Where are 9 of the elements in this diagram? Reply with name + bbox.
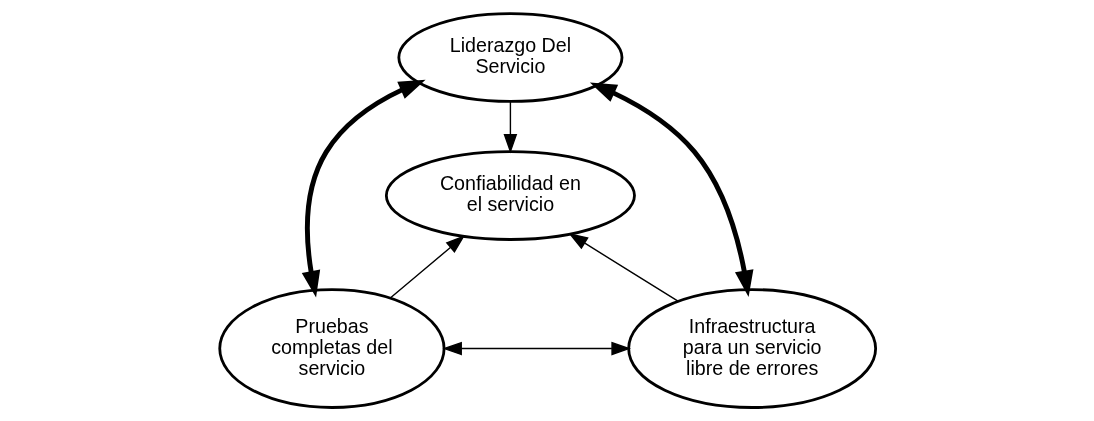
arrow [503,100,517,154]
arrow [567,233,679,303]
node-ellipse: Infraestructura para un servicio libre de errores [626,288,877,409]
arrow [301,79,426,298]
node-ellipse: Pruebas completas del servicio [217,288,445,409]
node-ellipse: Confiabilidad en el servicio [384,150,636,241]
arrow [441,341,631,356]
arrow [589,82,753,298]
arrow [388,235,465,299]
